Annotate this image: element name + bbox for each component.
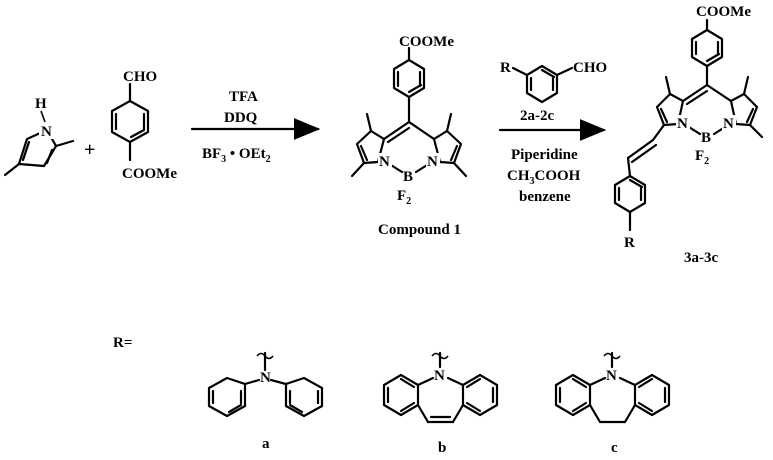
reagent-ddq: DDQ bbox=[224, 110, 258, 126]
compound1-ester-label: COOMe bbox=[399, 34, 454, 50]
r-group-a-n: N bbox=[260, 370, 271, 386]
reagent-piperidine: Piperidine bbox=[511, 147, 578, 163]
product-n-left: N bbox=[677, 116, 688, 132]
reaction-arrow-2: R CHO 2a-2c Piperidine CH3COOH benzene bbox=[498, 60, 607, 205]
aryl-cho-label: CHO bbox=[573, 60, 607, 76]
reagent-acetic-acid: CH3COOH bbox=[507, 168, 581, 187]
compound1-label: Compound 1 bbox=[378, 222, 461, 238]
product-label: 3a-3c bbox=[684, 250, 718, 266]
aryl-r-label: R bbox=[500, 60, 511, 76]
product-3-structure: COOMe N N B F2 bbox=[613, 4, 764, 266]
aldehyde-reagent-structure: CHO COOMe bbox=[110, 69, 177, 182]
r-group-b-structure: N b bbox=[382, 351, 499, 456]
aldehyde-cho-label: CHO bbox=[123, 69, 157, 85]
r-group-b-n: N bbox=[434, 368, 445, 384]
pyrrole-n-label: N bbox=[41, 124, 52, 140]
r-group-c-label: c bbox=[611, 440, 618, 456]
r-equals-label: R= bbox=[113, 335, 132, 351]
plus-sign: + bbox=[84, 139, 95, 161]
r-group-c-n: N bbox=[606, 368, 617, 384]
reagent-tfa: TFA bbox=[229, 89, 258, 105]
r-group-c-structure: N c bbox=[554, 351, 671, 456]
compound-1-structure: N N B F2 COOMe Compound 1 bbox=[350, 34, 468, 238]
compound1-n-left: N bbox=[379, 154, 390, 170]
compound1-f2: F2 bbox=[397, 188, 411, 207]
aldehyde-ester-label: COOMe bbox=[122, 166, 177, 182]
reagent-benzene: benzene bbox=[519, 189, 571, 205]
pyrrole-h-label: H bbox=[35, 96, 47, 112]
compound1-boron: B bbox=[403, 169, 413, 185]
r-group-a-label: a bbox=[262, 436, 270, 452]
r-group-b-label: b bbox=[438, 440, 446, 456]
product-r-label: R bbox=[624, 235, 635, 251]
product-ester-label: COOMe bbox=[696, 4, 751, 20]
r-group-a-structure: N a bbox=[207, 351, 324, 452]
reaction-arrow-1: TFA DDQ BF3 • OEt2 bbox=[190, 89, 321, 165]
reagent-bf3-oet2: BF3 • OEt2 bbox=[202, 146, 271, 165]
product-n-right: N bbox=[723, 116, 734, 132]
product-boron: B bbox=[701, 130, 711, 146]
compound1-n-right: N bbox=[427, 154, 438, 170]
dimethylpyrrole-structure: N H bbox=[3, 96, 75, 177]
product-f2: F2 bbox=[695, 148, 709, 167]
aryl-aldehyde-label: 2a-2c bbox=[520, 108, 554, 124]
